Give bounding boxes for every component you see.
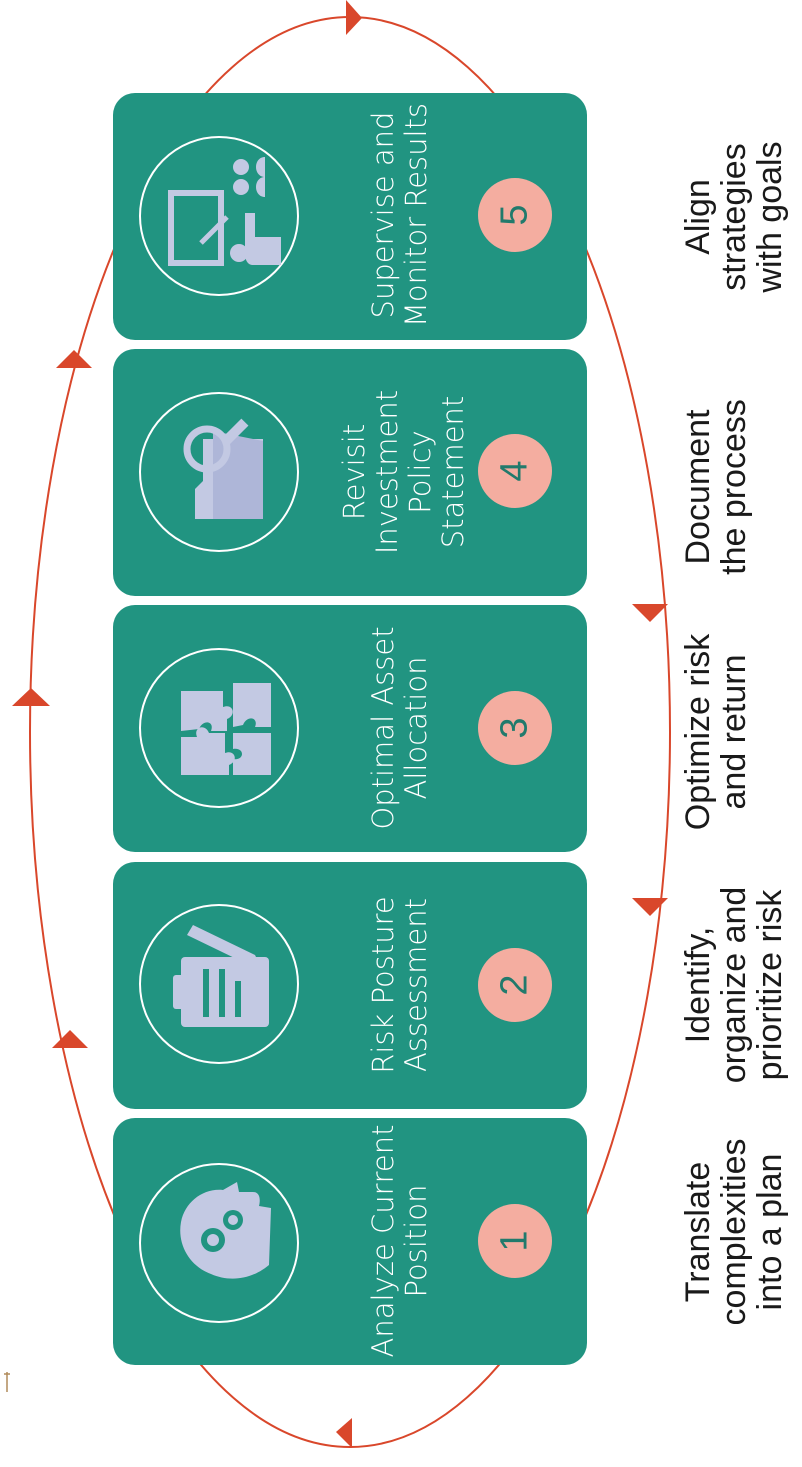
step-desc-2-line2: organize and bbox=[715, 886, 753, 1084]
puzzle-pieces-icon bbox=[181, 683, 271, 775]
step-number-2: 2 bbox=[493, 974, 536, 996]
step-desc-5-line3: with goals bbox=[751, 141, 789, 293]
step-number-badge-5: 5 bbox=[478, 178, 552, 252]
step-icon-3 bbox=[139, 648, 299, 808]
step-title-1-line2: Position bbox=[399, 1184, 433, 1298]
step-title-4-line1: Revisit bbox=[337, 423, 371, 521]
step-title-5-line1: Supervise and bbox=[366, 111, 400, 319]
step-icon-1 bbox=[139, 1163, 299, 1323]
presenter-audience-icon bbox=[168, 157, 281, 266]
loop-arrow-left-3 bbox=[56, 350, 92, 368]
step-desc-3-line1: Optimize risk bbox=[679, 633, 717, 831]
step-desc-4-line1: Document bbox=[679, 409, 717, 565]
step-desc-4-line2: the process bbox=[715, 399, 753, 575]
loop-arrow-bottom bbox=[336, 1418, 352, 1448]
step-number-4: 4 bbox=[493, 460, 536, 482]
step-title-1-line1: Analyze Current bbox=[366, 1124, 400, 1358]
step-title-3-line2: Allocation bbox=[399, 656, 433, 800]
step-icon-5 bbox=[139, 136, 299, 296]
loop-arrow-left-1 bbox=[52, 1030, 88, 1048]
step-icon-4 bbox=[139, 392, 299, 552]
step-number-badge-4: 4 bbox=[478, 434, 552, 508]
step-number-badge-2: 2 bbox=[478, 948, 552, 1022]
step-number-badge-1: 1 bbox=[478, 1204, 552, 1278]
step-desc-1-line2: complexities bbox=[715, 1138, 753, 1326]
step-title-4-line4: Statement bbox=[436, 395, 470, 549]
loop-arrow-right-2 bbox=[632, 898, 668, 916]
step-number-5: 5 bbox=[493, 204, 536, 226]
loop-arrow-right-1 bbox=[632, 604, 668, 622]
step-number-1: 1 bbox=[493, 1230, 536, 1252]
step-desc-1-line3: into a plan bbox=[751, 1153, 789, 1311]
loop-arrow-top bbox=[346, 0, 362, 35]
folder-magnifier-icon bbox=[183, 418, 263, 519]
step-title-3-line1: Optimal Asset bbox=[366, 626, 400, 830]
step-icon-2 bbox=[139, 904, 299, 1064]
step-desc-5-line2: strategies bbox=[715, 143, 753, 291]
step-desc-3-line2: and return bbox=[715, 654, 753, 810]
clipboard-pencil-icon bbox=[173, 925, 269, 1027]
step-title-2-line1: Risk Posture bbox=[366, 896, 400, 1074]
step-desc-5-line1: Align bbox=[679, 179, 717, 255]
step-title-4-line3: Policy bbox=[403, 430, 437, 514]
loop-arrow-left-2 bbox=[12, 688, 50, 706]
step-desc-2-line3: prioritize risk bbox=[751, 889, 789, 1081]
step-title-4-line2: Investment bbox=[370, 389, 404, 555]
step-number-badge-3: 3 bbox=[478, 691, 552, 765]
head-gears-icon bbox=[180, 1182, 271, 1279]
step-desc-1-line1: Translate bbox=[679, 1161, 717, 1303]
step-title-5-line2: Monitor Results bbox=[399, 102, 433, 328]
corner-mark bbox=[4, 1372, 10, 1392]
step-desc-2-line1: Identify, bbox=[679, 926, 717, 1044]
step-title-2-line2: Assessment bbox=[399, 898, 433, 1072]
step-number-3: 3 bbox=[493, 717, 536, 739]
